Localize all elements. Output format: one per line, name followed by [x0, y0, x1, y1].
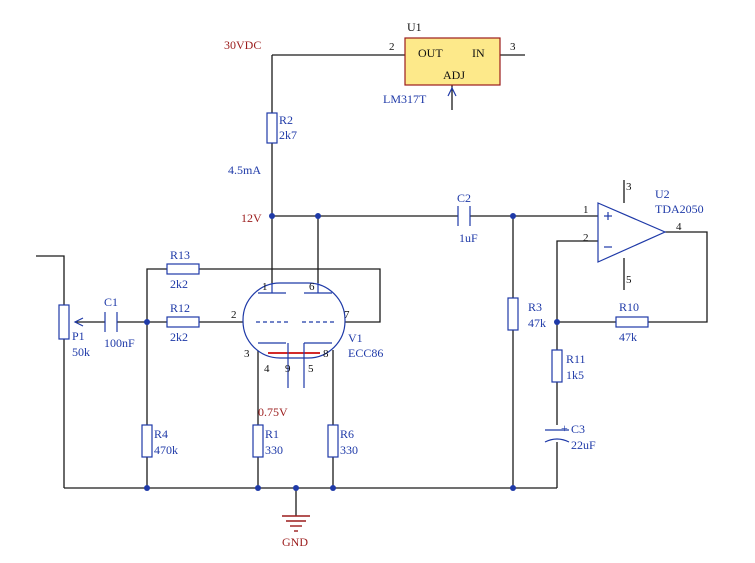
regulator-u1[interactable]: OUT IN ADJ U1 2 3 LM317T: [383, 20, 516, 106]
r6-ref: R6: [340, 427, 354, 441]
c1-value: 100nF: [104, 336, 135, 350]
regulator-pin3-number: 3: [510, 41, 516, 53]
wires: [36, 54, 708, 516]
tube-pin6-number: 6: [309, 281, 315, 293]
r3-value: 47k: [528, 316, 546, 330]
r10-value: 47k: [619, 330, 637, 344]
capacitor-c3[interactable]: + C3 22uF: [544, 421, 596, 452]
c3-polarity-mark: +: [561, 421, 568, 435]
resistor-r4[interactable]: R4 470k: [141, 424, 178, 458]
resistor-r13[interactable]: R13 2k2: [166, 248, 200, 291]
r2-ref: R2: [279, 113, 293, 127]
ground-label: GND: [282, 535, 308, 549]
resistor-r6[interactable]: R6 330: [327, 424, 358, 458]
resistor-r12[interactable]: R12 2k2: [166, 301, 200, 344]
tube-ref: V1: [348, 331, 363, 345]
r11-value: 1k5: [566, 368, 584, 382]
tube-pin7-number: 7: [344, 309, 350, 321]
opamp-pin3-number: 3: [626, 181, 632, 193]
r3-ref: R3: [528, 300, 542, 314]
current-annotation: 4.5mA: [228, 163, 261, 177]
p1-value: 50k: [72, 345, 90, 359]
regulator-part: LM317T: [383, 92, 427, 106]
junction-dots: [144, 213, 560, 491]
potentiometer-p1[interactable]: P1 50k: [58, 304, 90, 359]
r12-value: 2k2: [170, 330, 188, 344]
c1-ref: C1: [104, 295, 118, 309]
r10-ref: R10: [619, 300, 639, 314]
c3-ref: C3: [571, 422, 585, 436]
r1-ref: R1: [265, 427, 279, 441]
tube-pin4-number: 4: [264, 363, 270, 375]
regulator-ref: U1: [407, 20, 422, 34]
r4-value: 470k: [154, 443, 178, 457]
tube-pin9-number: 9: [285, 363, 291, 375]
r11-ref: R11: [566, 352, 586, 366]
tube-pin3-number: 3: [244, 348, 250, 360]
ground-symbol: GND: [282, 515, 310, 549]
c3-value: 22uF: [571, 438, 596, 452]
tube-pin8-number: 8: [323, 348, 329, 360]
r4-ref: R4: [154, 427, 168, 441]
opamp-ref: U2: [655, 187, 670, 201]
supply-voltage-label: 30VDC: [224, 38, 261, 52]
tube-pin5-number: 5: [308, 363, 314, 375]
node-075v-label: 0.75V: [258, 405, 288, 419]
r13-value: 2k2: [170, 277, 188, 291]
regulator-pin-out-label: OUT: [418, 46, 443, 60]
regulator-pin2-number: 2: [389, 41, 395, 53]
resistor-r1[interactable]: R1 330: [252, 424, 283, 458]
c2-ref: C2: [457, 191, 471, 205]
r12-ref: R12: [170, 301, 190, 315]
opamp-part: TDA2050: [655, 202, 704, 216]
r2-value: 2k7: [279, 128, 297, 142]
resistor-r10[interactable]: R10 47k: [615, 300, 649, 344]
opamp-u2[interactable]: 1 2 3 4 5 U2 TDA2050: [583, 181, 704, 286]
resistor-r3[interactable]: R3 47k: [507, 297, 546, 331]
capacitor-c1[interactable]: C1 100nF: [104, 295, 135, 350]
tube-v1[interactable]: 1 2 3 4 5 6 7 8 9 V1 ECC86: [231, 281, 383, 388]
capacitor-c2[interactable]: C2 1uF: [457, 191, 478, 245]
regulator-pin-adj-label: ADJ: [443, 68, 465, 82]
resistor-r2[interactable]: R2 2k7: [266, 112, 297, 144]
regulator-pin-in-label: IN: [472, 46, 485, 60]
opamp-pin1-number: 1: [583, 204, 589, 216]
tube-pin2-number: 2: [231, 309, 237, 321]
opamp-pin2-number: 2: [583, 232, 589, 244]
r6-value: 330: [340, 443, 358, 457]
tube-part: ECC86: [348, 346, 383, 360]
p1-ref: P1: [72, 329, 85, 343]
opamp-pin4-number: 4: [676, 221, 682, 233]
node-12v-label: 12V: [241, 211, 262, 225]
opamp-pin5-number: 5: [626, 274, 632, 286]
resistor-r11[interactable]: R11 1k5: [551, 349, 586, 383]
r13-ref: R13: [170, 248, 190, 262]
r1-value: 330: [265, 443, 283, 457]
c2-value: 1uF: [459, 231, 478, 245]
tube-pin1-number: 1: [262, 281, 268, 293]
